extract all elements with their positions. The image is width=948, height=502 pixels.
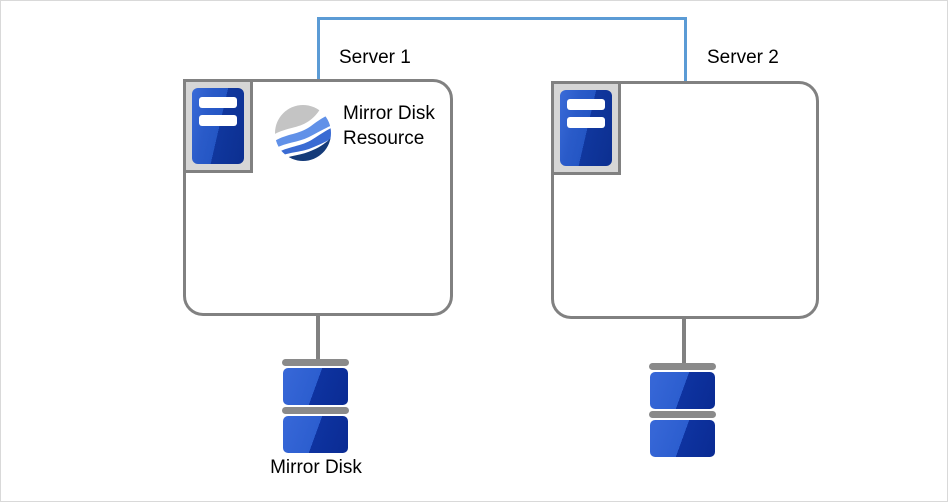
mirror-globe-icon (275, 105, 331, 161)
mirror-disk-resource-label: Mirror Disk Resource (343, 103, 435, 149)
mirror-disk-label: Mirror Disk (270, 457, 362, 478)
disk-platter-bar (649, 363, 716, 370)
tower-slot-bar (199, 97, 237, 108)
disk-unit (283, 416, 348, 453)
heartbeat-connector-horizontal (317, 17, 687, 20)
disk-unit (650, 420, 715, 457)
disk-unit (650, 372, 715, 409)
disk-platter-bar (282, 359, 349, 366)
server2-disk-connector (682, 318, 686, 365)
server-tower-body (192, 88, 244, 164)
server1-disk-connector (316, 315, 320, 362)
disk-platter-bar (282, 407, 349, 414)
disk-stack-icon (282, 359, 349, 453)
heartbeat-connector-left-drop (317, 17, 320, 80)
tower-slot-bar (199, 115, 237, 126)
server-tower-icon (183, 79, 253, 173)
server-tower-body (560, 90, 612, 166)
disk-stack-icon (649, 363, 716, 457)
tower-slot-bar (567, 117, 605, 128)
tower-slot-bar (567, 99, 605, 110)
server1-label: Server 1 (339, 47, 411, 68)
heartbeat-connector-right-drop (684, 17, 687, 82)
server2-box (551, 81, 819, 319)
disk-platter-bar (649, 411, 716, 418)
disk-unit (283, 368, 348, 405)
server2-label: Server 2 (707, 47, 779, 68)
server-tower-icon (551, 81, 621, 175)
